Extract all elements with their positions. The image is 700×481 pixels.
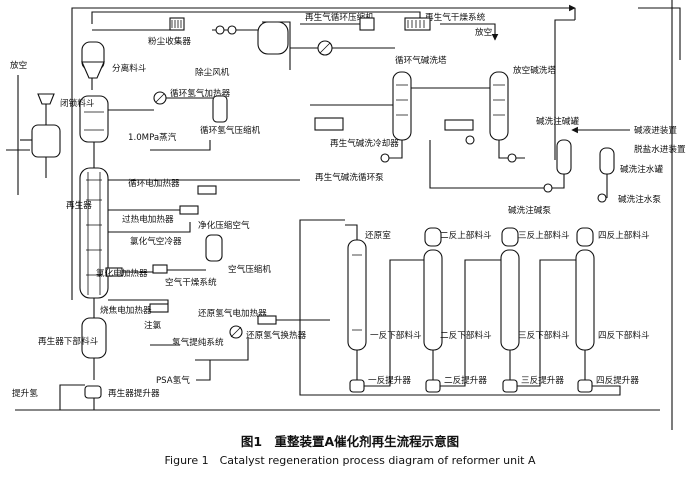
purified-air-label: 净化压缩空气	[198, 219, 250, 231]
chlor-elec-heater-label: 氯化电加热器	[96, 267, 148, 279]
regen-gas-section: 再生气循环压缩机 再生气干燥系统 放空	[290, 11, 492, 56]
burn-heater-label: 烧焦电加热器	[100, 304, 152, 316]
regen-caustic-cooler-label: 再生气碱洗冷却器	[330, 137, 399, 149]
r2-lifter-label: 二反提升器	[444, 375, 487, 386]
regen-lower-hopper-label: 再生器下部料斗	[38, 335, 99, 347]
regenerator-column: 闭锁料斗 再生器 再生器下部料斗	[38, 95, 109, 380]
regen-caustic-pump-label: 再生气碱洗循环泵	[315, 171, 384, 183]
overheat-heater-label: 过热电加热器	[122, 213, 174, 225]
desalted-water-inlet-label: 脱盐水进装置	[634, 143, 686, 155]
r4-lifter-label: 四反提升器	[596, 375, 639, 386]
r3-lower-label: 三反下部料斗	[518, 329, 570, 341]
r2-lower-label: 二反下部料斗	[440, 329, 492, 341]
regen-dryer-label: 再生气干燥系统	[425, 11, 486, 23]
inject-cl-label: 注氯	[144, 319, 162, 331]
lift-section: 提升氢 再生器提升器	[12, 384, 660, 411]
dust-collector-label: 粉尘收集器	[148, 35, 191, 47]
r4-upper-label: 四反上部料斗	[598, 229, 650, 241]
reduction-chamber-label: 还原室	[365, 229, 391, 241]
r3-upper-label: 三反上部料斗	[518, 229, 570, 241]
vent-left-label: 放空	[10, 59, 27, 71]
psa-h2-label: PSA氢气	[156, 374, 190, 386]
caustic-inlet-label: 碱液进装置	[634, 124, 677, 136]
figure-caption-en: Figure 1 Catalyst regeneration process d…	[164, 454, 536, 467]
regen-label: 再生器	[66, 199, 92, 211]
vent-top-label: 放空	[475, 26, 492, 38]
dust-fan-label: 除尘风机	[195, 66, 230, 78]
heater-air-section: 循环电加热器 过热电加热器 氯化气空冷器 净化压缩空气 空气压缩机 氯化电加热器…	[96, 177, 330, 325]
caustic-tank-label: 碱洗注碱罐	[536, 115, 579, 127]
r4-lower-label: 四反下部料斗	[598, 329, 650, 341]
water-pump-label: 碱洗注水泵	[618, 193, 661, 205]
regen-lifter-label: 再生器提升器	[108, 387, 160, 399]
air-compressor-label: 空气压缩机	[228, 263, 271, 275]
vent-caustic-tower-label: 放空碱洗塔	[513, 64, 556, 76]
figure-caption-cn: 图1 重整装置A催化剂再生流程示意图	[240, 434, 460, 449]
steam-label: 1.0MPa蒸汽	[128, 131, 177, 143]
caustic-pump-label: 碱洗注碱泵	[508, 204, 551, 216]
recycle-caustic-tower-label: 循环气碱洗塔	[395, 54, 447, 66]
left-feed-hopper: 放空	[6, 59, 61, 195]
recycle-h2-section: 循环氢气加热器 循环氢气压缩机 1.0MPa蒸汽	[108, 87, 261, 151]
reduction-h2-heater-label: 还原氢气电加热器	[198, 307, 267, 319]
r1-lower-label: 一反下部料斗	[370, 329, 422, 341]
caustic-towers: 循环气碱洗塔 放空碱洗塔 再生气碱洗冷却器 再生气碱洗循环泵	[310, 54, 556, 183]
regen-recycle-comp-label: 再生气循环压缩机	[305, 11, 374, 23]
reduction-h2-exchanger-label: 还原氢气换热器	[246, 329, 307, 341]
top-trunk-lines	[71, 0, 681, 430]
chlor-air-cooler-label: 氯化气空冷器	[130, 235, 182, 247]
water-tank-label: 碱洗注水罐	[620, 163, 663, 175]
h2-purify-label: 氢气提纯系统	[172, 336, 224, 348]
r3-lifter-label: 三反提升器	[521, 375, 564, 386]
recycle-h2-compressor-label: 循环氢气压缩机	[200, 124, 261, 136]
separation-hopper-label: 分离料斗	[112, 62, 147, 74]
lock-hopper-label: 闭锁料斗	[60, 97, 95, 109]
lift-h2-label: 提升氢	[12, 387, 38, 399]
air-dryer-label: 空气干燥系统	[165, 276, 217, 288]
r2-upper-label: 二反上部料斗	[440, 229, 492, 241]
separation-hopper-group: 分离料斗 粉尘收集器 除尘风机	[81, 17, 289, 90]
reactors: 还原室 一反下部料斗 一反提升器 二反上部料斗 二反下部料斗 二反提升器 三反上…	[299, 219, 650, 396]
hydrogen-section: 注氯 氢气提纯系统 还原氢气换热器 PSA氢气	[144, 319, 307, 386]
recycle-elec-heater-label: 循环电加热器	[128, 177, 180, 189]
injection-section: 碱液进装置 碱洗注碱罐 脱盐水进装置 碱洗注水罐 碱洗注碱泵 碱洗注水泵	[429, 115, 686, 216]
